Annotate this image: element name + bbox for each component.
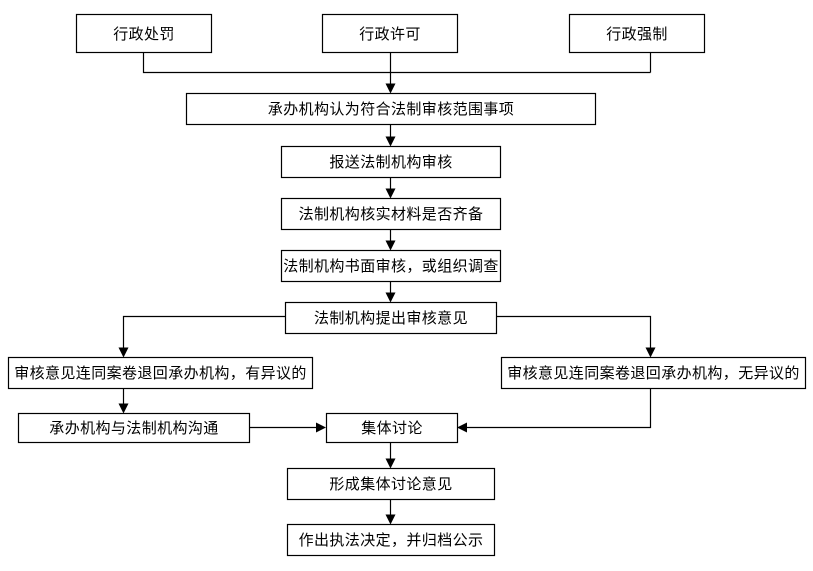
arrowhead-opinion	[385, 292, 396, 303]
arrowhead-to-scope	[385, 83, 396, 94]
node-label-decision: 作出执法决定，并归档公示	[299, 531, 484, 549]
node-issue-opinion[interactable]: 法制机构提出审核意见	[284, 301, 498, 335]
node-final-decision[interactable]: 作出执法决定，并归档公示	[286, 523, 496, 557]
node-box-scope[interactable]	[185, 92, 597, 126]
node-administrative-punishment[interactable]: 行政处罚	[75, 13, 213, 54]
node-box-submit[interactable]	[280, 145, 502, 179]
node-label-enforcement: 行政强制	[606, 25, 668, 43]
arrowhead-form-opinion	[385, 458, 396, 469]
node-box-enforcement[interactable]	[568, 13, 706, 54]
arrowhead-communicate	[118, 403, 129, 414]
node-label-return-no-objection: 审核意见连同案卷退回承办机构，无异议的	[507, 364, 800, 382]
node-label-return-objection: 审核意见连同案卷退回承办机构，有异议的	[14, 364, 307, 382]
edge-punishment-bus	[142, 52, 651, 74]
node-return-without-objection[interactable]: 审核意见连同案卷退回承办机构，无异议的	[500, 356, 807, 390]
node-label-opinion: 法制机构提出审核意见	[314, 309, 468, 327]
node-communicate[interactable]: 承办机构与法制机构沟通	[17, 412, 251, 444]
node-layer: 行政处罚 行政许可 行政强制 承办机构认为符合法制审核范围事项 报送法制机构审核	[7, 13, 807, 557]
node-box-punishment[interactable]	[75, 13, 213, 54]
node-label-communicate: 承办机构与法制机构沟通	[49, 419, 218, 437]
arrowhead-decision	[385, 514, 396, 525]
node-label-verify: 法制机构核实材料是否齐备	[299, 205, 484, 223]
node-box-decision[interactable]	[286, 523, 496, 557]
node-written-review[interactable]: 法制机构书面审核，或组织调查	[280, 249, 502, 283]
edge-opinion-objection	[122, 315, 286, 352]
node-return-with-objection[interactable]: 审核意见连同案卷退回承办机构，有异议的	[7, 356, 314, 390]
node-verify-materials[interactable]: 法制机构核实材料是否齐备	[280, 197, 502, 231]
arrowhead-discussion-right	[457, 422, 467, 433]
node-administrative-enforcement[interactable]: 行政强制	[568, 13, 706, 54]
node-group-discussion[interactable]: 集体讨论	[325, 412, 459, 444]
arrowhead-submit	[385, 136, 396, 147]
connector-layer	[118, 52, 656, 525]
node-box-communicate[interactable]	[17, 412, 251, 444]
node-box-group-discussion[interactable]	[325, 412, 459, 444]
node-label-form-opinion: 形成集体讨论意见	[329, 475, 452, 493]
node-label-review: 法制机构书面审核，或组织调查	[283, 257, 499, 275]
node-box-verify[interactable]	[280, 197, 502, 231]
node-box-review[interactable]	[280, 249, 502, 283]
node-box-form-opinion[interactable]	[286, 467, 496, 501]
node-label-license: 行政许可	[359, 25, 421, 43]
arrowhead-no-objection	[645, 347, 656, 358]
node-box-license[interactable]	[321, 13, 459, 54]
node-administrative-license[interactable]: 行政许可	[321, 13, 459, 54]
node-review-scope[interactable]: 承办机构认为符合法制审核范围事项	[185, 92, 597, 126]
node-label-group-discussion: 集体讨论	[361, 419, 423, 437]
node-submit-for-review[interactable]: 报送法制机构审核	[280, 145, 502, 179]
node-form-discussion-opinion[interactable]: 形成集体讨论意见	[286, 467, 496, 501]
node-label-scope: 承办机构认为符合法制审核范围事项	[268, 100, 514, 118]
edge-opinion-no-objection	[496, 315, 652, 352]
arrowhead-objection	[118, 347, 129, 358]
arrowhead-discussion-left	[316, 422, 326, 433]
node-label-punishment: 行政处罚	[113, 25, 175, 43]
arrowhead-review	[385, 240, 396, 251]
node-box-return-objection[interactable]	[7, 356, 314, 390]
node-box-return-no-objection[interactable]	[500, 356, 807, 390]
arrowhead-verify	[385, 188, 396, 199]
edge-no-objection-discussion	[463, 388, 652, 429]
node-label-submit: 报送法制机构审核	[329, 153, 452, 171]
node-box-opinion[interactable]	[284, 301, 498, 335]
